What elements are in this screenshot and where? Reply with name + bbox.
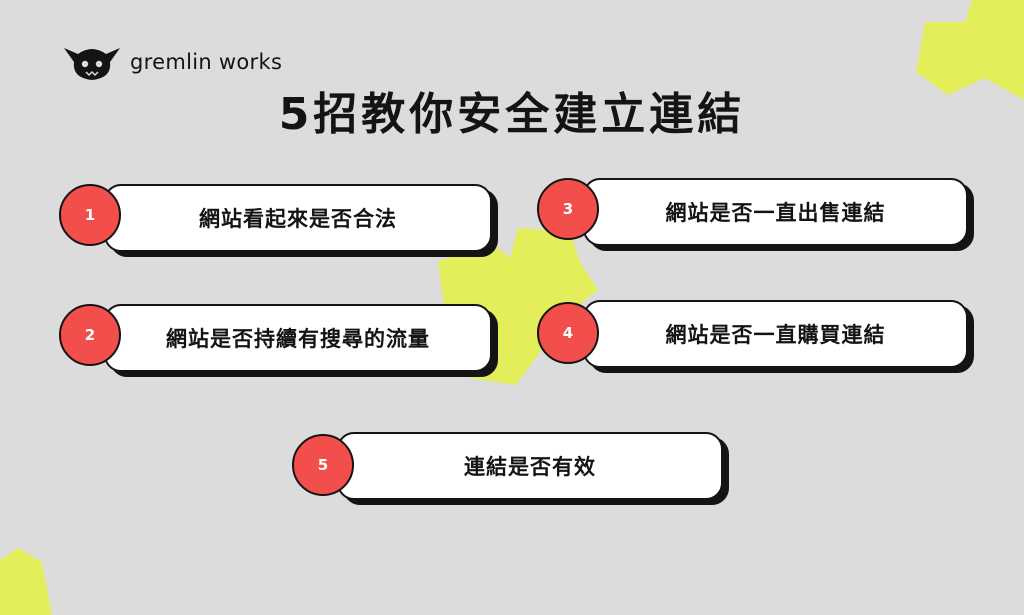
gremlin-mascot-icon (64, 48, 120, 80)
tip-label-5: 連結是否有效 (464, 455, 596, 479)
tip-label-4: 網站是否一直購買連結 (665, 323, 886, 347)
tip-label-3: 網站是否一直出售連結 (665, 201, 886, 225)
tip-number-badge-5: 5 (292, 434, 354, 496)
tip-number-badge-2: 2 (59, 304, 121, 366)
tip-card-3: 網站是否一直出售連結 (583, 178, 968, 246)
tip-card-4: 網站是否一直購買連結 (583, 300, 968, 368)
tip-label-2: 網站是否持續有搜尋的流量 (166, 327, 430, 351)
tip-number-badge-1: 1 (59, 184, 121, 246)
tip-number-badge-3: 3 (537, 178, 599, 240)
tip-card-2: 網站是否持續有搜尋的流量 (104, 304, 492, 372)
brand-logo: gremlin works (62, 42, 282, 82)
tip-card-5: 連結是否有效 (337, 432, 723, 500)
tip-number-badge-4: 4 (537, 302, 599, 364)
page-title: 5招教你安全建立連結 (278, 89, 746, 140)
tip-card-1: 網站看起來是否合法 (104, 184, 492, 252)
yellow-shape-top-right (916, 0, 1024, 100)
tip-label-1: 網站看起來是否合法 (199, 207, 397, 231)
yellow-shape-bottom-left (0, 548, 52, 615)
brand-name: gremlin works (130, 50, 283, 74)
